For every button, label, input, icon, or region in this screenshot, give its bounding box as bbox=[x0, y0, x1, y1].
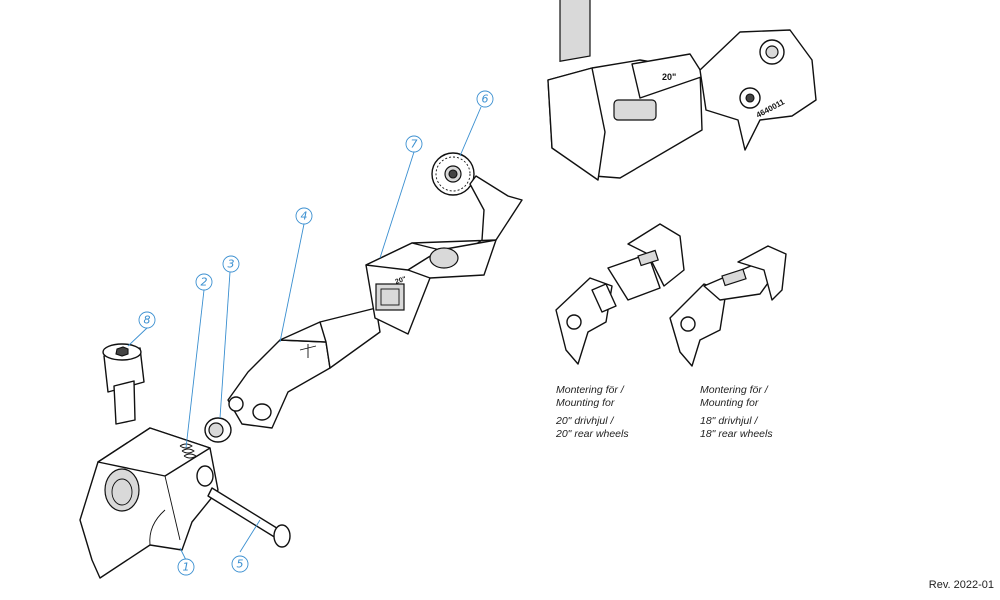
svg-text:4: 4 bbox=[301, 210, 308, 223]
assembled-size-mark: 20" bbox=[662, 72, 676, 82]
caption-20in-line-1: Montering för / bbox=[556, 384, 624, 396]
caption-18in-line-3: 18" drivhjul / bbox=[700, 415, 758, 427]
part-5-pin bbox=[207, 487, 291, 548]
caption-20in-mounting: Montering för / Mounting for 20" drivhju… bbox=[556, 384, 629, 440]
caption-18in-line-2: Mounting for bbox=[700, 396, 759, 409]
caption-20in-line-2: Mounting for bbox=[556, 396, 615, 409]
part-1-clamp-body bbox=[79, 427, 219, 579]
callout-6: 6 bbox=[476, 90, 494, 108]
svg-text:6: 6 bbox=[482, 93, 489, 106]
part-6-knurled-knob bbox=[431, 152, 475, 196]
callout-4: 4 bbox=[295, 207, 313, 225]
callout-5: 5 bbox=[231, 555, 249, 573]
part-8-screw bbox=[102, 343, 145, 425]
part-7-housing: 20" bbox=[365, 175, 523, 335]
callout-2: 2 bbox=[195, 273, 213, 291]
callout-3: 3 bbox=[222, 255, 240, 273]
callout-7: 7 bbox=[405, 135, 423, 153]
caption-20in-line-4: 20" rear wheels bbox=[556, 427, 629, 440]
caption-18in-line-1: Montering för / bbox=[700, 384, 768, 396]
svg-text:8: 8 bbox=[144, 314, 151, 327]
part-3-ring bbox=[204, 417, 232, 443]
caption-20in-line-3: 20" drivhjul / bbox=[556, 415, 614, 427]
assembled-view-20in bbox=[555, 223, 685, 365]
revision-label: Rev. 2022-01 bbox=[928, 579, 994, 591]
caption-18in-line-4: 18" rear wheels bbox=[700, 427, 773, 440]
svg-text:7: 7 bbox=[411, 138, 418, 151]
part-2-spring bbox=[179, 443, 197, 459]
assembled-view-large: 20" 4640011 bbox=[547, 0, 817, 181]
callout-1: 1 bbox=[177, 558, 195, 576]
svg-text:3: 3 bbox=[228, 258, 235, 271]
leader-lines bbox=[127, 106, 482, 561]
caption-18in-mounting: Montering för / Mounting for 18" drivhju… bbox=[700, 384, 773, 440]
assembled-view-18in bbox=[669, 245, 787, 367]
housing-size-mark: 20" bbox=[394, 276, 407, 286]
svg-text:1: 1 bbox=[183, 561, 190, 574]
part-4-slider bbox=[227, 307, 381, 429]
svg-text:2: 2 bbox=[201, 276, 208, 289]
callout-8: 8 bbox=[138, 311, 156, 329]
svg-text:5: 5 bbox=[237, 558, 244, 571]
